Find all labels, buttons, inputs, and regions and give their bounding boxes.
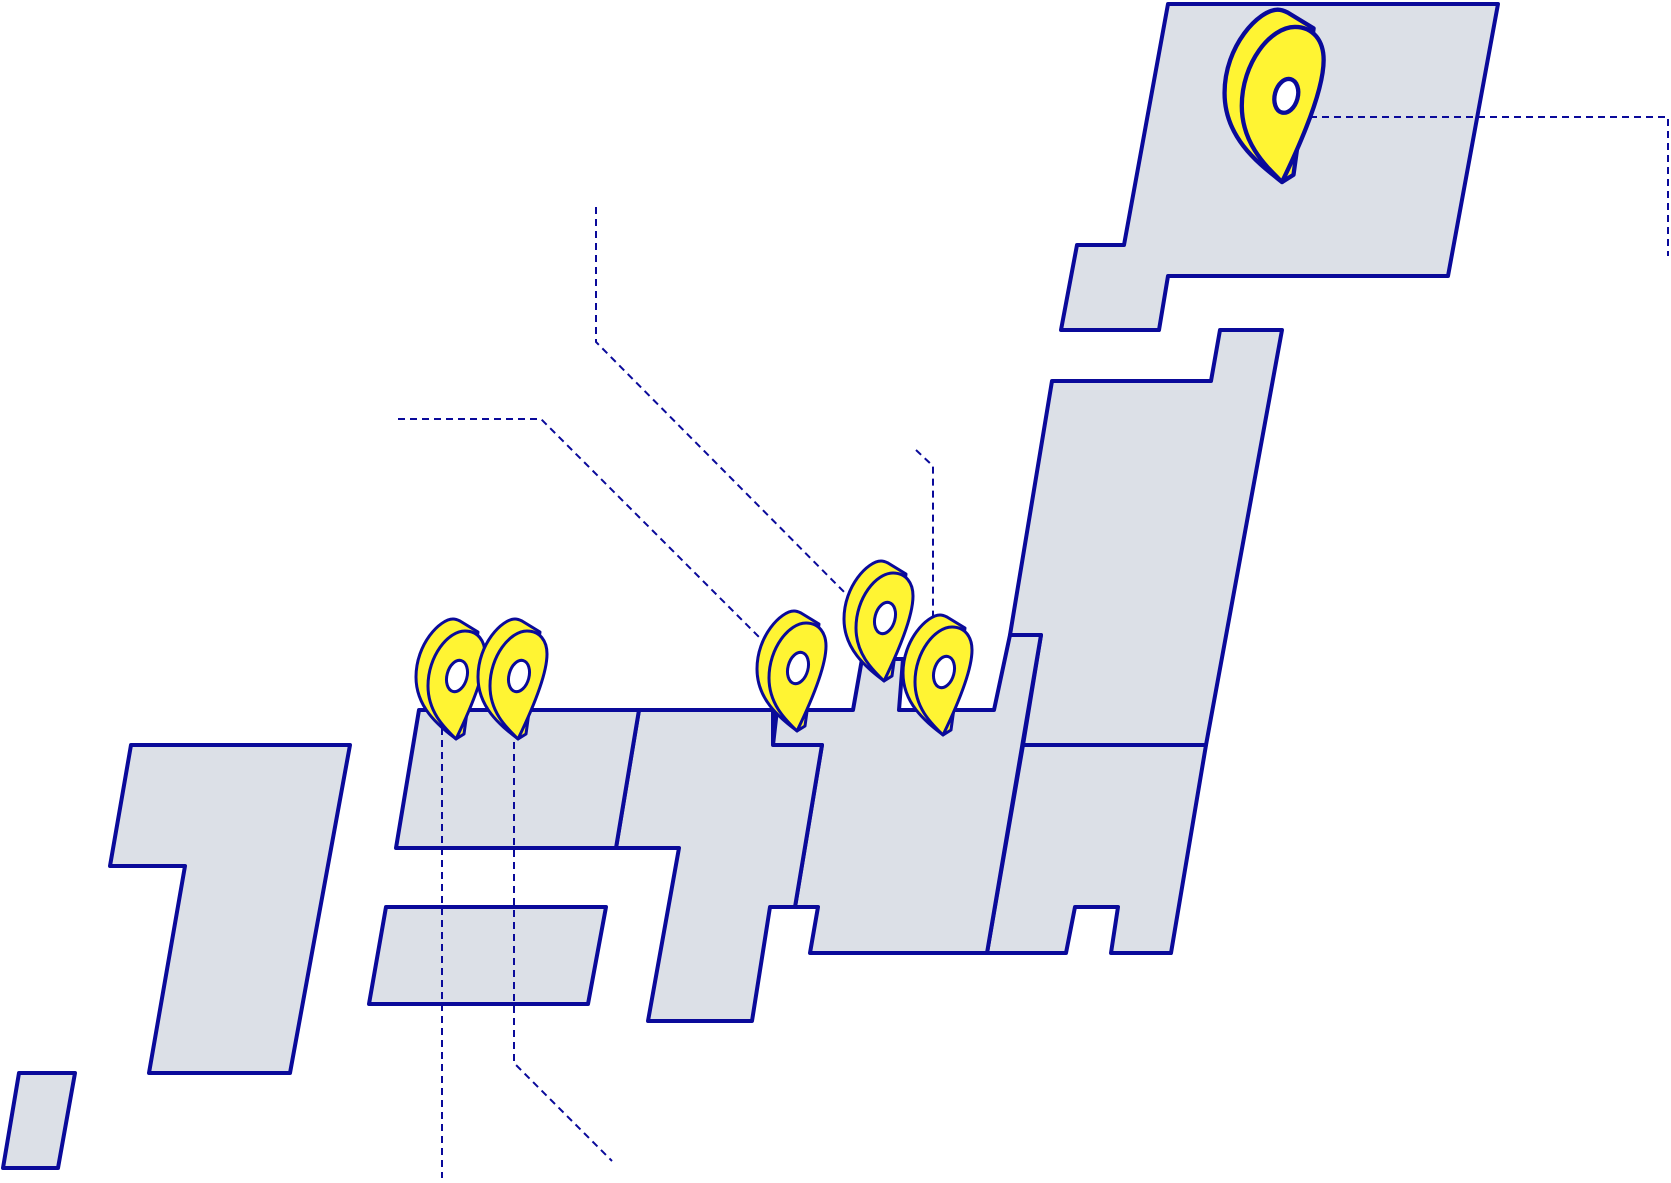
leader-line-west-b: [513, 706, 613, 1162]
leader-line-north: [1298, 116, 1669, 256]
leader-line-center-left: [398, 418, 776, 654]
map-marker-icon: [901, 613, 974, 737]
region-main-east: [1008, 328, 1284, 747]
land-regions: [1, 2, 1500, 1170]
leader-line-center-top: [595, 207, 856, 604]
map-marker-icon: [755, 609, 828, 733]
map-pins: [414, 7, 1326, 741]
map-marker-icon: [842, 559, 915, 683]
region-islet: [1, 1071, 77, 1170]
leader-line-center-right: [915, 449, 934, 620]
map-marker-icon: [414, 617, 487, 741]
region-main-southeast: [985, 743, 1208, 955]
region-main-west-left: [394, 708, 641, 850]
region-southwest-island: [108, 743, 352, 1075]
region-south-island-small: [367, 905, 608, 1006]
map-marker-icon: [476, 617, 549, 741]
leader-lines: [398, 116, 1669, 1178]
region-main-west-upper: [614, 708, 824, 1023]
map-marker-icon: [1222, 7, 1326, 185]
